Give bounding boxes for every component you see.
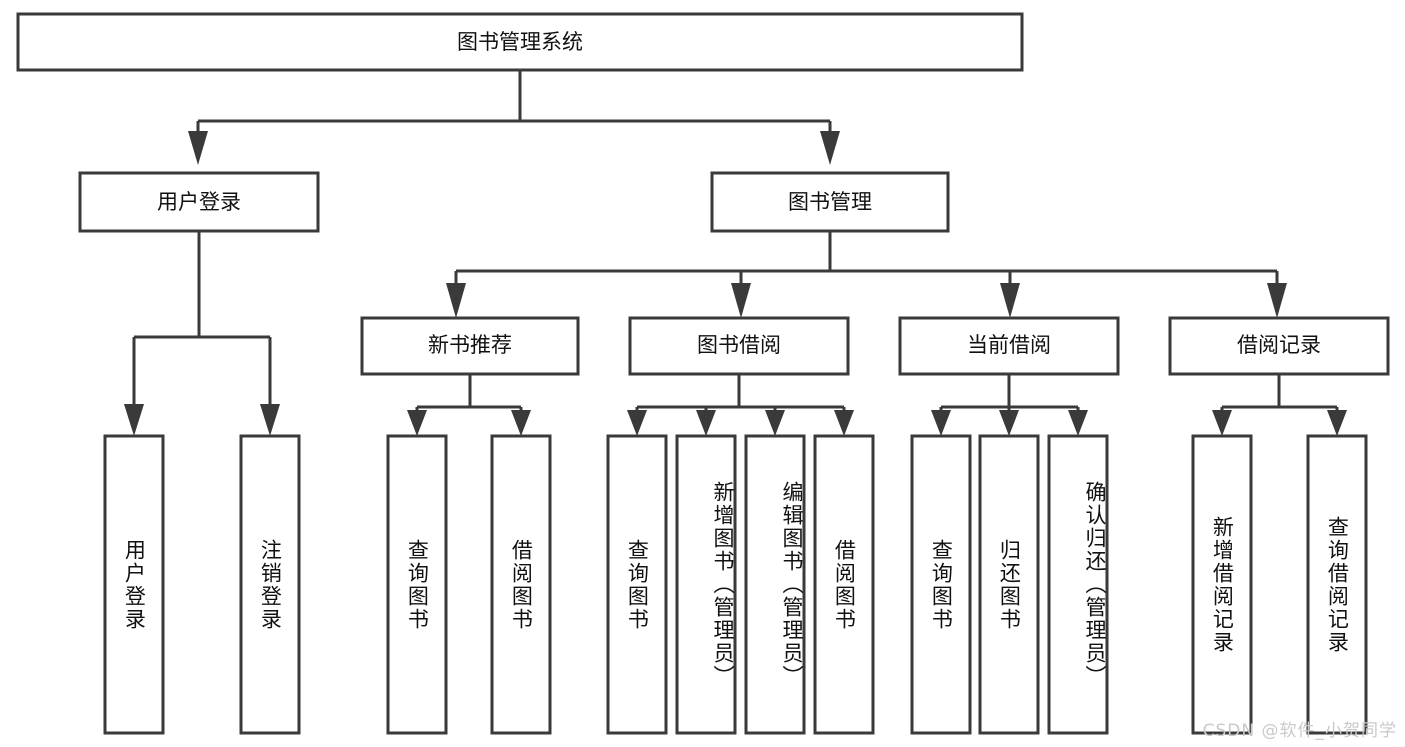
arrow-bb-leaf-3 (765, 410, 785, 436)
arrow-to-current-borrow (1000, 283, 1020, 318)
node-current-borrow-box[interactable] (898, 316, 1120, 376)
node-root-label: 图书管理系统 (457, 30, 583, 54)
arrow-br-leaf-1 (1212, 410, 1232, 436)
leaf-box-cb-query-book[interactable] (910, 434, 972, 735)
arrow-nbr-leaf-2 (511, 410, 531, 436)
arrow-br-leaf-2 (1327, 410, 1347, 436)
arrow-to-book-management (820, 131, 840, 165)
leaf-box-bb-edit-book[interactable] (744, 434, 806, 735)
leaf-box-user-login[interactable] (103, 434, 165, 735)
leaf-box-br-query-record[interactable] (1306, 434, 1368, 735)
arrow-bb-leaf-1 (627, 410, 647, 436)
leaf-box-bb-query-book[interactable] (606, 434, 668, 735)
node-book-borrow[interactable]: 图书借阅 (628, 316, 850, 376)
arrow-bb-leaf-4 (834, 410, 854, 436)
node-book-management-box[interactable] (710, 171, 950, 233)
arrow-to-borrow-record (1267, 283, 1287, 318)
arrow-bb-leaf-2 (696, 410, 716, 436)
node-root-box[interactable] (16, 12, 1024, 72)
node-new-book-recommend-label: 新书推荐 (428, 333, 512, 357)
arrow-to-book-borrow (731, 283, 751, 318)
leaf-box-cb-return-book[interactable] (978, 434, 1040, 735)
leaf-box-nbr-query-book[interactable] (386, 434, 448, 735)
leaf-box-bb-add-book[interactable] (675, 434, 737, 735)
arrow-to-new-book-recommend (446, 283, 466, 318)
node-book-borrow-box[interactable] (628, 316, 850, 376)
arrow-cb-leaf-3 (1068, 410, 1088, 436)
node-book-management[interactable]: 图书管理 (710, 171, 950, 233)
arrow-to-leaf-logout (260, 404, 280, 436)
arrow-cb-leaf-2 (999, 410, 1019, 436)
node-borrow-record-label: 借阅记录 (1237, 333, 1321, 357)
arrow-to-user-login (188, 131, 208, 165)
node-root[interactable]: 图书管理系统 (16, 12, 1024, 72)
arrow-nbr-leaf-1 (407, 410, 427, 436)
leaf-box-bb-borrow-book[interactable] (813, 434, 875, 735)
csdn-watermark: CSDN @软件_小贺同学 (1202, 721, 1397, 741)
node-current-borrow-label: 当前借阅 (967, 333, 1051, 357)
node-book-management-label: 图书管理 (788, 190, 872, 214)
node-new-book-recommend-box[interactable] (360, 316, 580, 376)
leaf-box-logout[interactable] (239, 434, 301, 735)
leaf-box-nbr-borrow-book[interactable] (490, 434, 552, 735)
node-book-borrow-label: 图书借阅 (697, 333, 781, 357)
node-user-login-label: 用户登录 (157, 190, 241, 214)
arrow-to-leaf-user-login (124, 404, 144, 436)
node-new-book-recommend[interactable]: 新书推荐 (360, 316, 580, 376)
node-borrow-record[interactable]: 借阅记录 (1168, 316, 1390, 376)
leaf-box-cb-confirm-return[interactable] (1047, 434, 1109, 735)
node-borrow-record-box[interactable] (1168, 316, 1390, 376)
arrow-cb-leaf-1 (931, 410, 951, 436)
node-current-borrow[interactable]: 当前借阅 (898, 316, 1120, 376)
leaf-box-br-add-record[interactable] (1191, 434, 1253, 735)
node-user-login[interactable]: 用户登录 (78, 171, 320, 233)
